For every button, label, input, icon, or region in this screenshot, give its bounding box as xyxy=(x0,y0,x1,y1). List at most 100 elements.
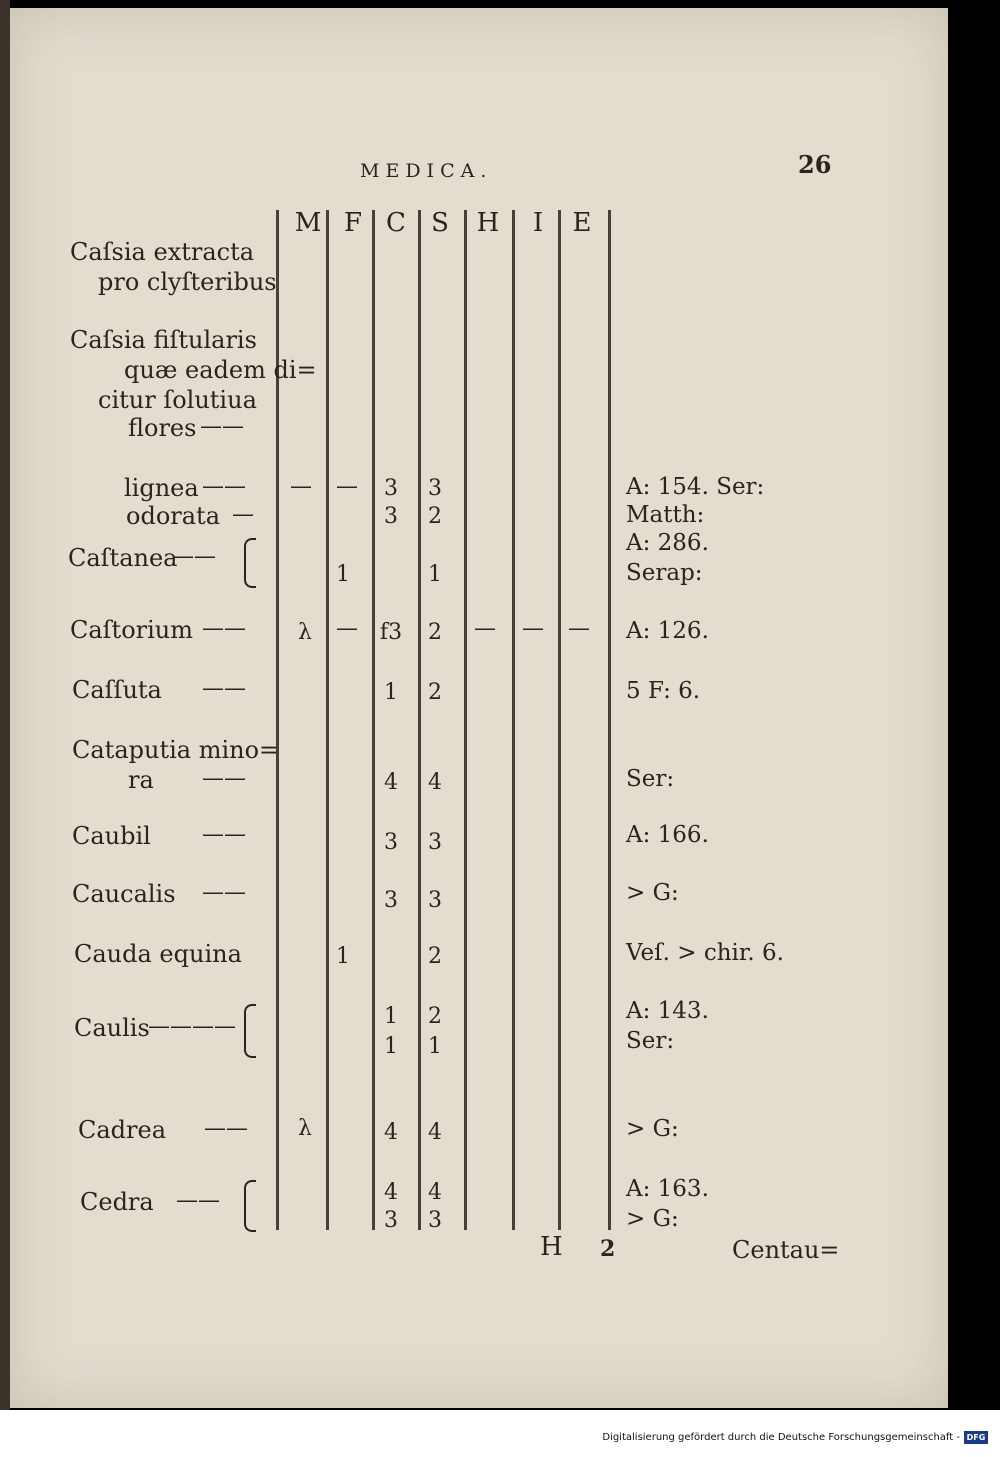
entry-text: Caſsia fiſtularis xyxy=(70,326,257,354)
leader-dash: —— xyxy=(200,414,244,439)
reference-text: A: 163. xyxy=(626,1176,709,1202)
leader-dash: —— xyxy=(202,616,246,641)
cell-dash: — xyxy=(474,616,496,641)
reference-text: Matth: xyxy=(626,502,705,528)
column-header-s: S xyxy=(431,208,449,238)
cell-value: 2 xyxy=(428,1004,442,1029)
cell-value: 4 xyxy=(384,1120,398,1145)
leader-dash: —— xyxy=(176,1188,220,1213)
entry-text: Caubil xyxy=(72,822,151,850)
entry-text: Cauda equina xyxy=(74,940,242,968)
reference-text: A: 126. xyxy=(626,618,709,644)
column-header-e: E xyxy=(572,208,592,238)
footer-bar xyxy=(0,1410,1000,1457)
entry-text: Cataputia mino= xyxy=(72,736,280,764)
leader-dash: —— xyxy=(204,1116,248,1141)
column-header-f: F xyxy=(343,208,363,238)
cell-value: 4 xyxy=(384,770,398,795)
reference-text: Ser: xyxy=(626,766,675,792)
entry-text: Caſtanea xyxy=(68,544,178,572)
signature-number: 2 xyxy=(600,1236,616,1262)
column-rule xyxy=(608,210,611,1230)
entry-text: Cadrea xyxy=(78,1116,167,1144)
cell-value: 3 xyxy=(384,830,398,855)
leader-dash: —— xyxy=(202,676,246,701)
leader-dash: —— xyxy=(202,474,246,499)
cell-value: 3 xyxy=(384,504,398,529)
grouping-brace xyxy=(244,1180,256,1232)
entry-text: citur ſolutiua xyxy=(98,386,257,414)
grouping-brace xyxy=(244,1004,256,1058)
leader-dash: — xyxy=(232,502,254,527)
digitization-credit: Digitalisierung gefördert durch die Deut… xyxy=(602,1432,960,1443)
leader-dash: ———— xyxy=(148,1014,236,1039)
cell-value: 2 xyxy=(428,944,442,969)
cell-value: λ xyxy=(298,620,312,645)
cell-value: 1 xyxy=(384,680,398,705)
column-rule xyxy=(464,210,467,1230)
cell-dash: — xyxy=(568,616,590,641)
cell-dash: — xyxy=(522,616,544,641)
cell-value: 4 xyxy=(428,1180,442,1205)
cell-value: 2 xyxy=(428,504,442,529)
cell-value: 4 xyxy=(428,1120,442,1145)
column-header-c: C xyxy=(386,208,406,238)
cell-dash: — xyxy=(336,474,358,499)
entry-text: Caucalis xyxy=(72,880,176,908)
cell-value: 3 xyxy=(428,1208,442,1233)
dfg-logo: DFG xyxy=(964,1431,988,1444)
leader-dash: —— xyxy=(202,766,246,791)
reference-text: A: 143. xyxy=(626,998,709,1024)
column-rule xyxy=(418,210,421,1230)
leader-dash: —— xyxy=(202,880,246,905)
cell-value: 1 xyxy=(336,562,350,587)
reference-text: A: 286. xyxy=(626,530,709,556)
cell-value: 2 xyxy=(428,620,442,645)
page-header-title: MEDICA. xyxy=(360,160,493,182)
column-rule xyxy=(512,210,515,1230)
reference-text: > G: xyxy=(626,880,679,906)
entry-text: odorata xyxy=(126,502,220,530)
book-spine xyxy=(0,0,10,1410)
entry-text: quæ eadem di= xyxy=(124,356,317,384)
cell-value: 3 xyxy=(428,476,442,501)
reference-text: Serap: xyxy=(626,560,703,586)
cell-value: 3 xyxy=(428,830,442,855)
reference-text: A: 166. xyxy=(626,822,709,848)
entry-text: Caſſuta xyxy=(72,676,162,704)
column-header-h: H xyxy=(476,208,500,238)
cell-value: 1 xyxy=(428,1034,442,1059)
entry-text: Caſsia extracta xyxy=(70,238,255,266)
entry-text: lignea xyxy=(124,474,199,502)
column-header-i: I xyxy=(532,208,544,238)
reference-text: 5 F: 6. xyxy=(626,678,701,704)
column-rule xyxy=(558,210,561,1230)
entry-text: Caulis xyxy=(74,1014,150,1042)
reference-text: > G: xyxy=(626,1206,679,1232)
cell-value: 3 xyxy=(384,888,398,913)
cell-value: λ xyxy=(298,1116,312,1141)
cell-value: 3 xyxy=(384,1208,398,1233)
entry-text: pro clyſteribus xyxy=(98,268,277,296)
column-rule xyxy=(372,210,375,1230)
column-rule xyxy=(276,210,279,1230)
reference-text: Veſ. > chir. 6. xyxy=(626,940,784,966)
grouping-brace xyxy=(244,538,256,588)
signature-mark: H xyxy=(540,1232,563,1262)
entry-text: flores xyxy=(128,414,197,442)
entry-text: ra xyxy=(128,766,154,794)
catchword: Centau= xyxy=(732,1236,840,1264)
entry-text: Caſtorium xyxy=(70,616,194,644)
cell-value: 4 xyxy=(428,770,442,795)
cell-value: 3 xyxy=(384,476,398,501)
reference-text: > G: xyxy=(626,1116,679,1142)
cell-dash: — xyxy=(336,616,358,641)
leader-dash: —— xyxy=(202,822,246,847)
cell-value: f3 xyxy=(379,620,403,645)
cell-value: 1 xyxy=(384,1004,398,1029)
cell-value: 4 xyxy=(384,1180,398,1205)
cell-value: 1 xyxy=(428,562,442,587)
column-rule xyxy=(326,210,329,1230)
cell-value: 2 xyxy=(428,680,442,705)
page-number: 26 xyxy=(798,150,832,179)
